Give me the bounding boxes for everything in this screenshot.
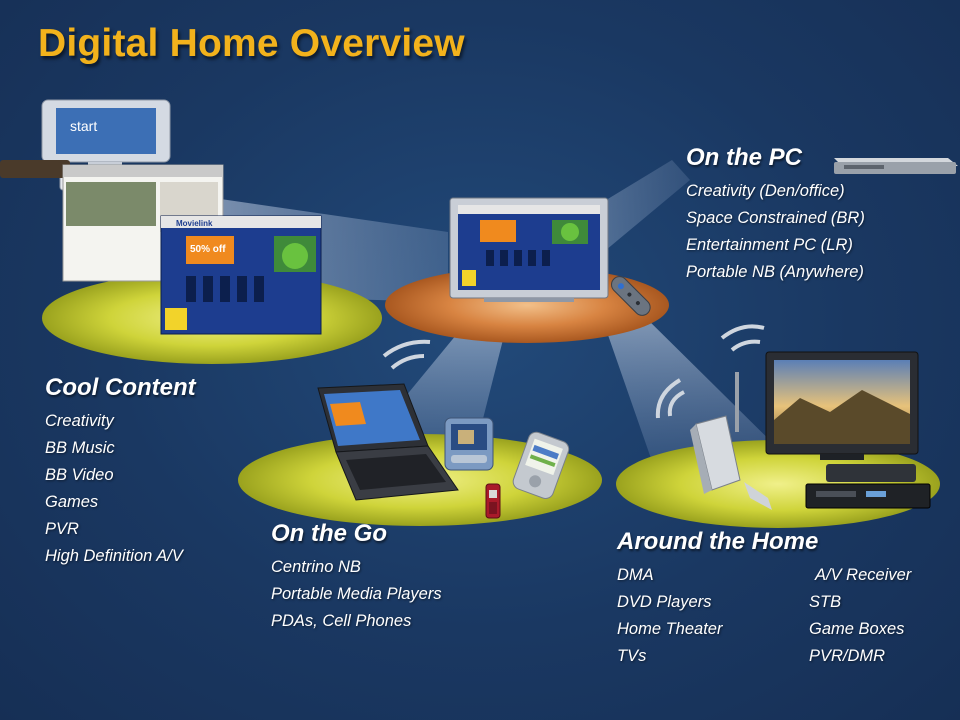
on-the-go-block: On the Go Centrino NB Portable Media Pla… [271,520,442,635]
page-title: Digital Home Overview [38,22,465,65]
around-the-home-item: Game Boxes [809,620,905,638]
laptop-icon [317,383,459,501]
cool-content-item: PVR [45,520,79,538]
site-brand-text: Movielink [176,219,213,228]
pda-icon [512,431,570,499]
site-promo-text: 50% off [190,244,226,255]
on-the-go-item: PDAs, Cell Phones [271,612,412,630]
cool-content-item: Games [45,493,99,511]
cell-phone-icon [485,483,501,519]
portable-media-player-icon [444,417,494,471]
around-the-home-item: PVR/DMR [809,647,886,665]
desktop-start-text: start [70,118,97,134]
cool-content-block: Cool Content Creativity BB Music BB Vide… [45,374,196,570]
on-the-pc-heading: On the PC [686,144,803,171]
cool-content-item: BB Video [45,466,114,484]
cool-content-item: Creativity [45,412,114,430]
on-the-pc-item: Portable NB (Anywhere) [686,263,864,281]
on-the-pc-block: On the PC Creativity (Den/office) Space … [686,144,865,286]
on-the-pc-item: Entertainment PC (LR) [686,236,853,254]
around-the-home-columns: DMA DVD Players Home Theater TVs A/V Rec… [617,562,939,670]
set-top-box-icon [834,158,958,174]
around-the-home-left-column: DMA DVD Players Home Theater TVs [617,562,809,670]
website-screenshot-icon: Movielink 50% off [62,164,322,335]
dvd-player-icon [805,464,931,509]
on-the-pc-item: Creativity (Den/office) [686,182,845,200]
wireless-signal-icon [382,324,765,419]
around-the-home-item: Home Theater [617,620,723,638]
flat-tv-icon [765,351,919,460]
cool-content-item: High Definition A/V [45,547,183,565]
around-the-home-item: DVD Players [617,593,712,611]
on-the-go-item: Portable Media Players [271,585,442,603]
remote-control-icon [611,276,651,316]
around-the-home-heading: Around the Home [617,528,819,555]
media-adapter-icon [690,372,772,510]
around-the-home-item: DMA [617,566,654,584]
around-the-home-item: TVs [617,647,647,665]
on-the-pc-item: Space Constrained (BR) [686,209,865,227]
on-the-go-heading: On the Go [271,520,387,547]
on-the-go-item: Centrino NB [271,558,361,576]
around-the-home-block: Around the Home DMA DVD Players Home The… [617,528,939,670]
flat-panel-pc-icon [449,197,609,302]
cool-content-item: BB Music [45,439,115,457]
around-the-home-item: STB [809,593,842,611]
around-the-home-item: A/V Receiver [815,566,912,584]
around-the-home-right-column: A/V Receiver STB Game Boxes PVR/DMR [809,562,939,670]
cool-content-heading: Cool Content [45,374,196,401]
